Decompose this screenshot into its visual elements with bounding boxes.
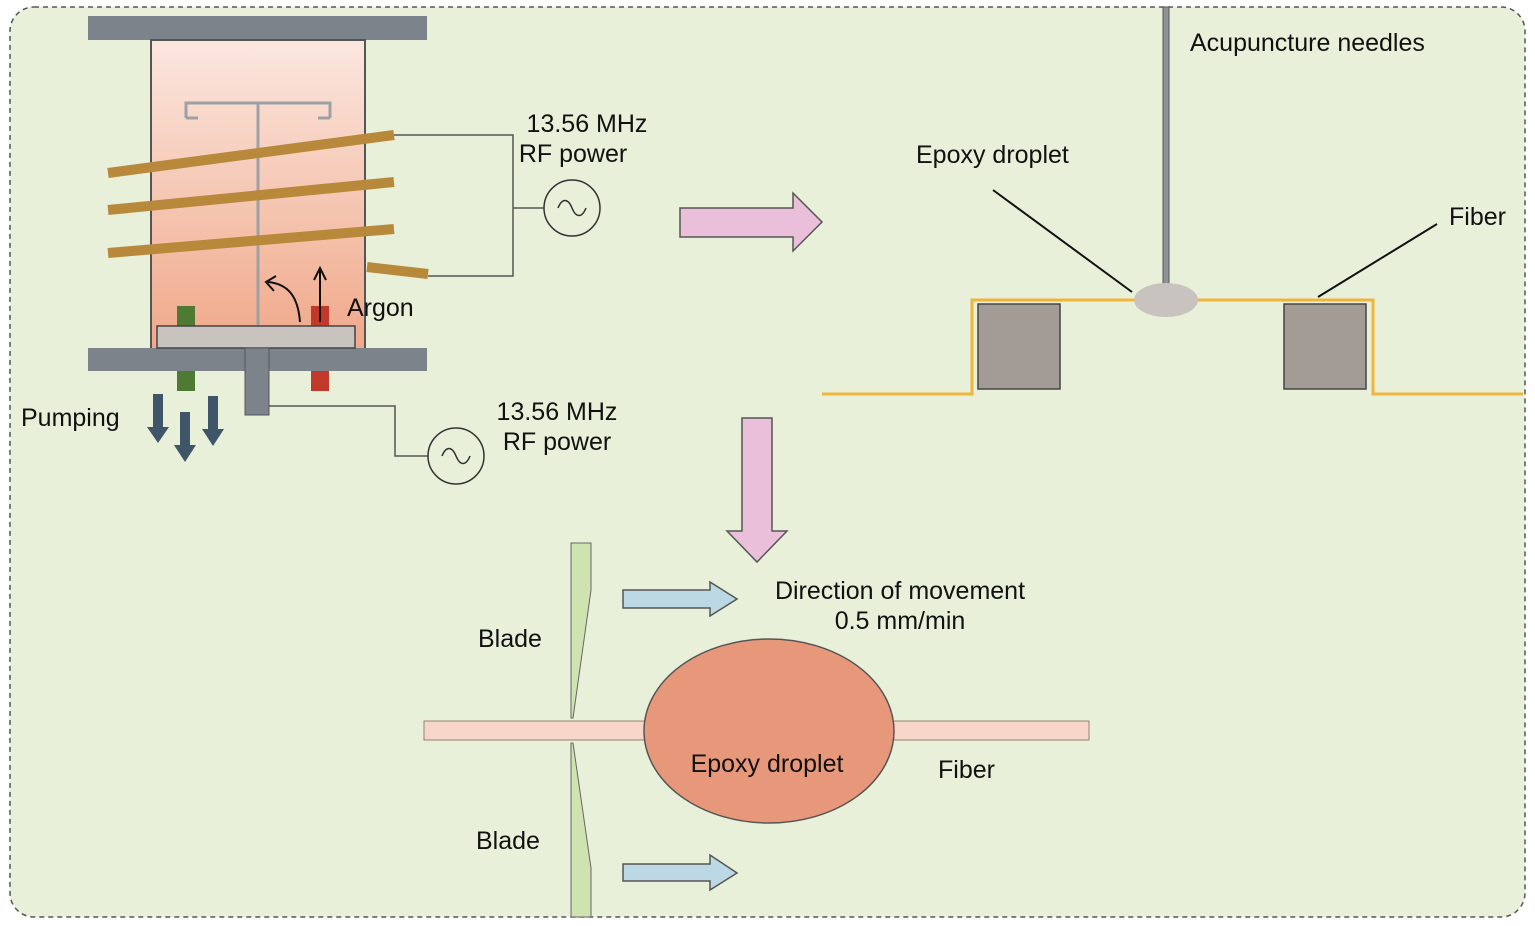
fiber-support-block-right — [1283, 303, 1367, 390]
fiber-leader-line — [1317, 223, 1438, 298]
process-arrow-right — [679, 191, 824, 253]
rf-power-top-frequency: 13.56 MHz — [527, 110, 648, 138]
debond-test: Blade Blade Direction of movement 0.5 mm… — [423, 542, 1090, 918]
blade-top-label: Blade — [478, 625, 542, 653]
ac-source-icon — [543, 179, 601, 237]
movement-arrow-top — [622, 580, 739, 618]
rf-wiring-bottom — [269, 405, 428, 457]
movement-direction-label: Direction of movement — [775, 577, 1025, 605]
gas-outlet-pipe-top — [177, 306, 195, 326]
electrode-feedthrough — [244, 347, 270, 416]
epoxy-droplet-label: Epoxy droplet — [691, 750, 844, 778]
movement-arrow-bottom — [622, 853, 739, 892]
epoxy-droplet-large — [643, 638, 895, 824]
rf-power-bottom-label: RF power — [503, 428, 611, 456]
acupuncture-needle — [1162, 6, 1170, 287]
droplet-leader-line — [992, 189, 1133, 293]
epoxy-droplet-label: Epoxy droplet — [916, 141, 1069, 169]
gas-flow-arrows — [264, 265, 327, 323]
plasma-reactor: 13.56 MHz RF power 13.56 MHz RF power Ar… — [21, 16, 648, 485]
epoxy-droplet-small — [1134, 283, 1198, 317]
rf-power-top-label: RF power — [519, 140, 627, 168]
movement-speed-label: 0.5 mm/min — [835, 607, 966, 635]
blade-bottom — [570, 742, 592, 918]
ac-source-icon — [427, 427, 485, 485]
acupuncture-needles-label: Acupuncture needles — [1190, 29, 1425, 57]
argon-label: Argon — [347, 294, 414, 322]
sample-holder — [184, 101, 332, 325]
process-arrow-down — [725, 417, 789, 564]
argon-inlet-pipe-bottom — [311, 371, 329, 391]
rf-wiring-top — [394, 134, 544, 277]
rf-power-bottom-frequency: 13.56 MHz — [497, 398, 618, 426]
blade-bottom-label: Blade — [476, 827, 540, 855]
fiber-label: Fiber — [938, 756, 995, 784]
gas-outlet-pipe-bottom — [177, 371, 195, 391]
fiber-support-block-left — [977, 303, 1061, 390]
pumping-label: Pumping — [21, 404, 120, 432]
fiber-label: Fiber — [1449, 203, 1506, 231]
rf-coil — [107, 130, 429, 279]
pumping-arrows — [147, 394, 224, 462]
droplet-setup: Acupuncture needles Epoxy droplet Fiber — [822, 6, 1523, 396]
blade-top — [570, 542, 592, 719]
electrode-stage — [156, 325, 356, 349]
chamber-top-plate — [88, 16, 427, 40]
